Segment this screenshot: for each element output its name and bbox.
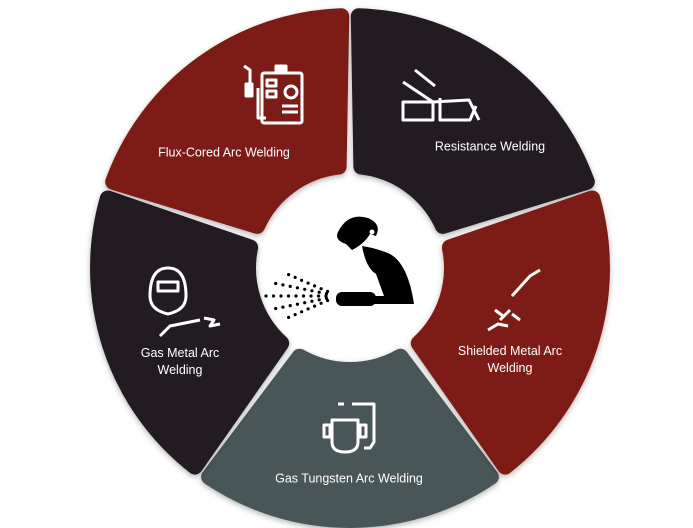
segment-label-gas-tungsten: Gas Tungsten Arc Welding (275, 471, 423, 486)
spark-dot (294, 294, 298, 298)
spark-dot (310, 289, 314, 293)
spark-dot (293, 275, 297, 279)
spark-dot (317, 290, 321, 294)
welder-with-sparks-icon (336, 216, 414, 306)
spark-dot (326, 298, 330, 303)
spark-dot (286, 294, 291, 298)
spark-dot (303, 301, 307, 305)
spark-dot (279, 294, 283, 298)
spark-dot (316, 294, 321, 298)
segment-label-resistance: Resistance Welding (434, 139, 546, 154)
tig-welding-helmet-torch-icon (322, 402, 376, 454)
spark-dot (313, 284, 317, 288)
spark-dot (309, 294, 313, 298)
resistance-welder-icon (401, 68, 481, 122)
segment-label-gas-metal: Gas Metal Arc Welding (140, 346, 220, 377)
segment-resistance (350, 8, 595, 234)
spark-dot (271, 294, 276, 298)
welding-machine-icon (243, 64, 304, 125)
spark-dot (317, 298, 321, 302)
spark-dot (295, 286, 299, 290)
spark-dot (288, 304, 292, 308)
spark-dot (303, 287, 307, 291)
stick-electrode-sparks-icon (487, 268, 541, 332)
spark-dot (301, 294, 306, 298)
segment-gas-metal (90, 190, 290, 475)
spark-dot (274, 306, 278, 311)
spark-dot (313, 304, 317, 308)
segment-label-shielded-metal: Shielded Metal Arc Welding (457, 344, 563, 375)
spark-dot (281, 305, 285, 309)
spark-dot (310, 299, 314, 303)
spark-dot (319, 301, 323, 305)
spark-dot (300, 310, 304, 314)
spark-dot (306, 307, 310, 311)
spark-dot (295, 302, 299, 306)
spark-dot (293, 313, 297, 317)
spark-dot (306, 281, 310, 285)
spark-dot (287, 273, 291, 277)
spark-dot (264, 294, 268, 298)
spark-dot (281, 283, 285, 287)
spark-dot (319, 287, 323, 291)
spark-dot (274, 281, 278, 286)
spark-dot (288, 284, 292, 288)
sparks-dots (264, 273, 330, 319)
welding-mask-torch-icon (148, 266, 221, 338)
spark-dot (300, 278, 304, 282)
spark-dot (287, 315, 291, 319)
segment-gas-tungsten (201, 348, 499, 528)
segment-flux-cored (105, 8, 350, 234)
segment-label-flux-cored: Flux-Cored Arc Welding (158, 145, 290, 160)
segment-shielded-metal (410, 190, 610, 475)
